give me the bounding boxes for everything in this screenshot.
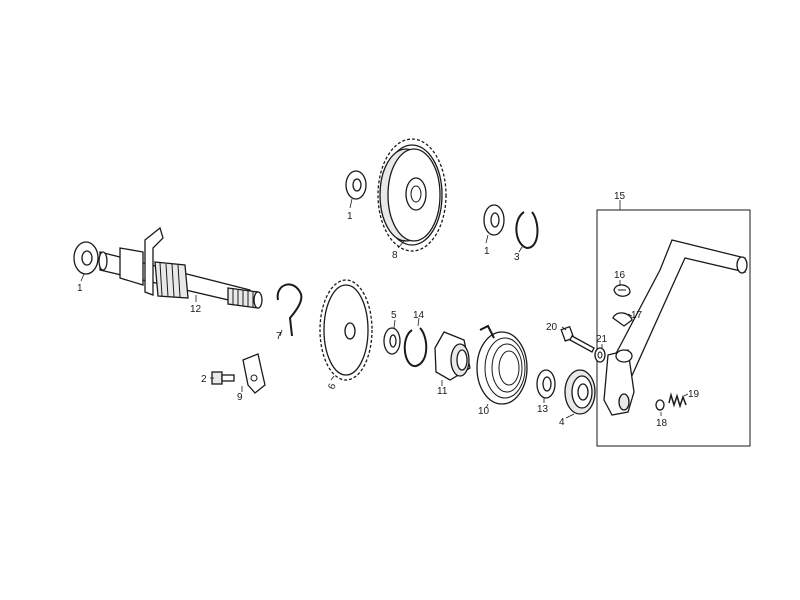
washer-part-13	[536, 369, 556, 399]
bolt-part-20	[560, 325, 595, 353]
gear-part-6	[319, 279, 373, 381]
label-part-21: 21	[596, 334, 608, 345]
spring-clip-part-7	[276, 283, 303, 337]
label-part-6: 6	[326, 382, 338, 391]
kick-lever-part-15	[603, 239, 748, 416]
gear-part-8	[377, 138, 447, 252]
label-part-17: 17	[631, 310, 643, 321]
kick-starter-shaft-part-12	[98, 226, 263, 309]
washer-part-1-left	[73, 241, 99, 275]
bolt-part-2	[211, 371, 235, 385]
label-part-2: 2	[201, 374, 207, 385]
retainer-part-16	[613, 284, 631, 297]
washer-part-5	[383, 327, 401, 355]
bearing-part-4	[564, 369, 596, 415]
spring-part-10	[476, 324, 528, 405]
label-part-19: 19	[688, 389, 700, 400]
washer-part-21	[594, 347, 606, 363]
label-part-1-left: 1	[77, 283, 83, 294]
circlip-part-3	[515, 211, 539, 250]
label-part-18: 18	[656, 418, 668, 429]
label-part-12: 12	[190, 304, 202, 315]
label-part-20: 20	[546, 322, 558, 333]
ratchet-part-11	[434, 331, 471, 381]
label-part-13: 13	[537, 404, 549, 415]
label-part-11: 11	[437, 386, 448, 397]
label-part-14: 14	[413, 310, 425, 321]
kick-lever-assembly-box	[596, 209, 751, 447]
washer-part-1-right	[483, 204, 505, 236]
label-part-16: 16	[614, 270, 626, 281]
label-part-4: 4	[559, 417, 565, 428]
label-part-1-top: 1	[347, 211, 353, 222]
label-part-1-right: 1	[484, 246, 490, 257]
washer-part-1-top	[345, 170, 367, 200]
pin-part-17	[612, 312, 633, 327]
label-part-15: 15	[614, 191, 626, 202]
label-part-7: 7	[276, 331, 282, 342]
label-part-9: 9	[237, 392, 243, 403]
label-part-8: 8	[392, 250, 398, 261]
label-part-3: 3	[514, 252, 520, 263]
spring-part-19	[668, 392, 687, 409]
label-part-5: 5	[391, 310, 397, 321]
bracket-part-9	[242, 353, 266, 394]
clip-part-14	[403, 327, 428, 367]
washer-part-18	[655, 399, 665, 411]
label-part-10: 10	[478, 406, 490, 417]
